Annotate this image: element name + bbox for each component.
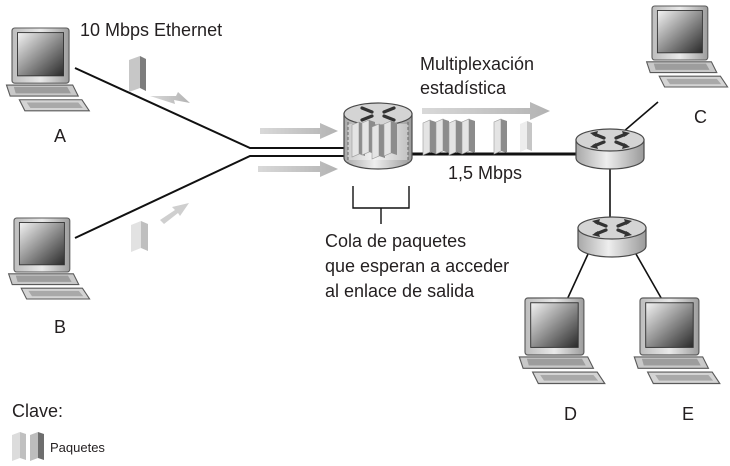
key-packets-label: Paquetes <box>50 440 105 455</box>
key-packet-icon <box>12 432 44 461</box>
packet-b <box>131 221 148 252</box>
computer-d <box>518 297 606 385</box>
computer-c <box>646 5 729 88</box>
multiplexing-label-2: estadística <box>420 78 507 98</box>
packet-a <box>129 56 146 92</box>
computer-b <box>8 217 91 300</box>
router-bottom <box>576 215 648 259</box>
ethernet-label: 10 Mbps Ethernet <box>80 20 223 40</box>
router-right <box>574 127 646 171</box>
queue-label-2: que esperan a acceder <box>325 256 510 276</box>
key-title: Clave: <box>12 401 64 421</box>
arrow-b <box>160 203 189 224</box>
host-label-e: E <box>682 404 695 424</box>
host-label-c: C <box>694 107 707 127</box>
host-label-b: B <box>54 317 67 337</box>
queue-label-3: al enlace de salida <box>325 281 475 301</box>
link-rate-label: 1,5 Mbps <box>448 163 523 183</box>
host-label-d: D <box>564 404 577 424</box>
host-label-a: A <box>54 126 67 146</box>
queue-bracket <box>352 186 410 209</box>
ethernet-links <box>74 67 345 239</box>
flow-arrows <box>150 92 550 177</box>
queued-packets <box>351 119 398 160</box>
computer-e <box>633 297 721 385</box>
outgoing-packets <box>422 118 532 156</box>
multiplexing-label-1: Multiplexación <box>420 54 535 74</box>
queue-label-1: Cola de paquetes <box>325 231 467 251</box>
